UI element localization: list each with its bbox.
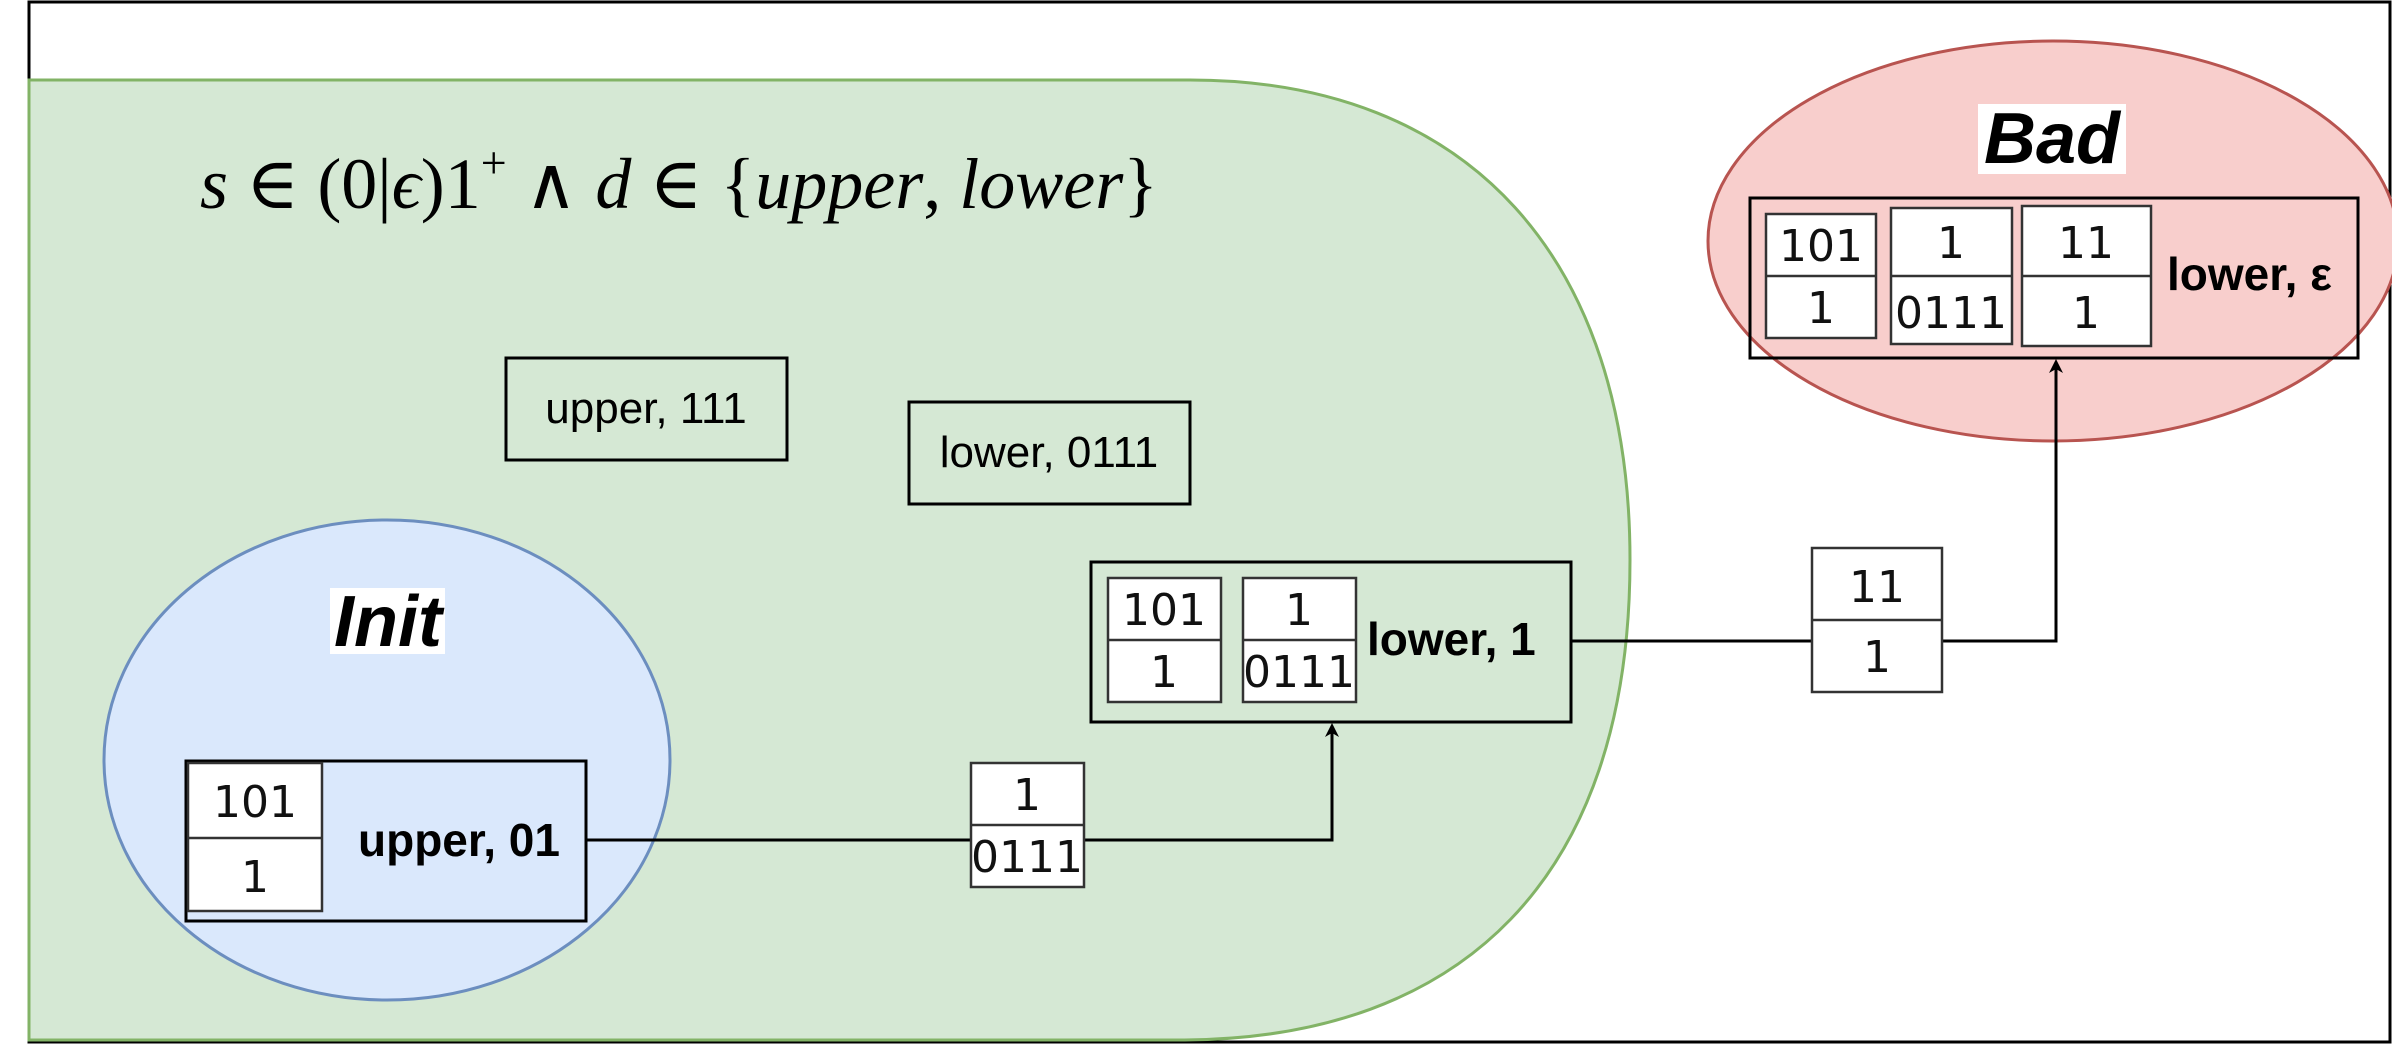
init-tile-0-bottom: 1: [241, 852, 269, 903]
bad-tile-2-top: 11: [2058, 218, 2114, 269]
bad-tile-0-bottom: 1: [1807, 283, 1835, 334]
bad-tile-0-top: 101: [1779, 221, 1863, 272]
edge-init-to-middle-tile: 1 0111: [969, 761, 1086, 889]
state-lower-0111: lower, 0111: [907, 400, 1192, 506]
init-tile-0: 101 1: [186, 761, 324, 913]
middle-state-label: lower, 1: [1367, 613, 1536, 665]
state-upper-111-label: upper, 111: [545, 384, 746, 433]
bad-tile-2: 11 1: [2020, 204, 2153, 348]
edge-init-to-middle: [586, 723, 1339, 842]
init-state-label: upper, 01: [358, 814, 560, 866]
init-region-title: Init: [334, 582, 445, 662]
edge-middle-to-bad-bottom: 1: [1863, 632, 1891, 683]
state-init-upper-01: 101 1 upper, 01: [184, 759, 588, 923]
middle-tile-1-bottom: 0111: [1243, 647, 1355, 698]
bad-title-bg: [1978, 104, 2126, 174]
edge-middle-to-bad-tile: 11 1: [1810, 546, 1944, 694]
middle-tile-1: 1 0111: [1241, 576, 1358, 704]
state-upper-111: upper, 111: [504, 356, 789, 462]
invariant-formula: s ∈ (0|ϵ)1+ ∧ d ∈ {upper, lower}: [200, 137, 1158, 224]
state-lower-0111-label: lower, 0111: [940, 428, 1159, 477]
bad-tile-2-bottom: 1: [2072, 288, 2100, 339]
bad-region-title: Bad: [1984, 99, 2122, 179]
bad-tile-1: 1 0111: [1889, 206, 2014, 346]
middle-tile-0-top: 101: [1122, 585, 1206, 636]
edge-init-to-middle-bottom: 0111: [971, 832, 1083, 883]
edge-init-to-middle-top: 1: [1013, 770, 1041, 821]
bad-state-label: lower, ε: [2167, 248, 2332, 300]
middle-tile-1-top: 1: [1285, 585, 1313, 636]
edge-middle-to-bad-top: 11: [1849, 562, 1905, 613]
middle-tile-0-bottom: 1: [1150, 647, 1178, 698]
bad-tile-1-bottom: 0111: [1895, 288, 2007, 339]
edge-middle-to-bad: [1571, 359, 2063, 643]
init-title-bg: [330, 588, 445, 654]
bad-tile-0: 101 1: [1764, 212, 1878, 340]
bad-tile-1-top: 1: [1937, 218, 1965, 269]
init-tile-0-top: 101: [213, 777, 297, 828]
state-bad-lower-epsilon: 101 1 1 0111 11 1 lower, ε: [1748, 196, 2360, 360]
middle-tile-0: 101 1: [1106, 576, 1223, 704]
